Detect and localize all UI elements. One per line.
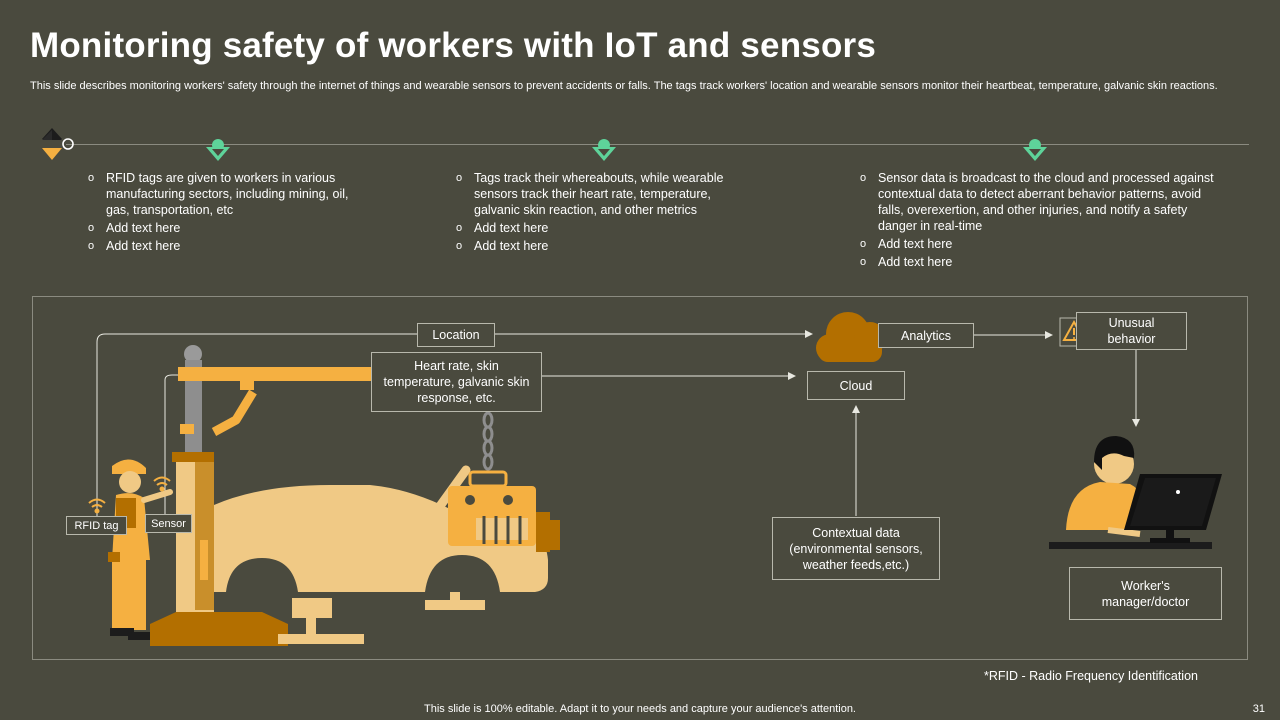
column-1-item: Add text here	[88, 238, 358, 254]
column-2-item: Add text here	[456, 238, 746, 254]
timeline-line	[66, 144, 1249, 145]
column-1-item: RFID tags are given to workers in variou…	[88, 170, 358, 218]
cloud-label: Cloud	[807, 371, 905, 400]
contextual-data-label: Contextual data (environmental sensors, …	[772, 517, 940, 580]
column-2: Tags track their whereabouts, while wear…	[456, 170, 746, 256]
diagram-panel	[32, 296, 1248, 660]
timeline-start-marker	[42, 128, 74, 160]
car-illustration	[214, 465, 548, 644]
sensor-label: Sensor	[145, 514, 192, 533]
slide-subtitle: This slide describes monitoring workers'…	[30, 80, 1218, 92]
column-3-item: Add text here	[860, 236, 1215, 252]
slide-title: Monitoring safety of workers with IoT an…	[30, 26, 877, 65]
column-3-item: Add text here	[860, 254, 1215, 270]
engine-illustration	[448, 470, 560, 552]
location-label: Location	[417, 323, 495, 347]
unusual-behavior-label: Unusual behavior	[1076, 312, 1187, 350]
manager-label: Worker's manager/doctor	[1069, 567, 1222, 620]
wifi-icon-sensor	[153, 476, 171, 492]
manager-illustration	[1049, 436, 1222, 549]
wifi-icon-rfid	[88, 498, 106, 514]
page-number: 31	[1252, 703, 1265, 715]
pin-icon-3	[1023, 139, 1047, 161]
worker-illustration	[108, 459, 173, 640]
machine-base	[150, 452, 288, 646]
column-1: RFID tags are given to workers in variou…	[88, 170, 358, 256]
column-3-item: Sensor data is broadcast to the cloud an…	[860, 170, 1215, 234]
column-2-item: Tags track their whereabouts, while wear…	[456, 170, 746, 218]
column-1-item: Add text here	[88, 220, 358, 236]
footer-text: This slide is 100% editable. Adapt it to…	[424, 703, 856, 715]
heart-rate-label: Heart rate, skin temperature, galvanic s…	[371, 352, 542, 412]
column-3: Sensor data is broadcast to the cloud an…	[860, 170, 1215, 272]
footnote: *RFID - Radio Frequency Identification	[984, 669, 1198, 683]
cloud-icon	[816, 312, 886, 362]
rfid-tag-label: RFID tag	[66, 516, 127, 535]
analytics-label: Analytics	[878, 323, 974, 348]
pin-icon-2	[592, 139, 616, 161]
connector-lines	[96, 330, 1140, 516]
pin-icon-1	[206, 139, 230, 161]
column-2-item: Add text here	[456, 220, 746, 236]
